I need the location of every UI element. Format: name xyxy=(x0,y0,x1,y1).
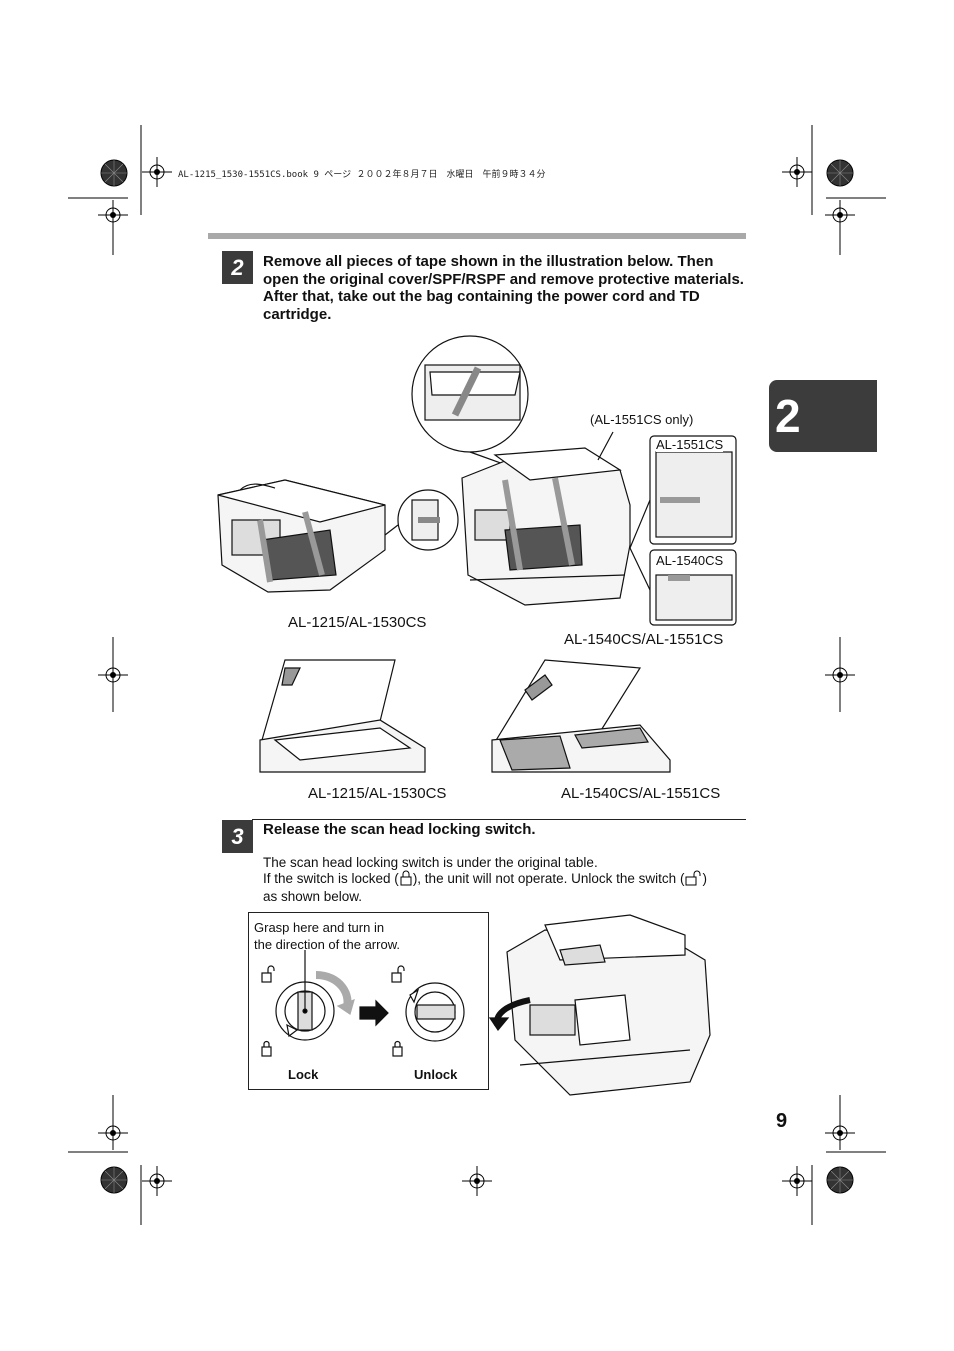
step-3-line-2c: ) xyxy=(702,871,707,887)
copier-al1215-illustration xyxy=(217,479,386,593)
step-3-rule xyxy=(252,819,746,820)
label-al1551cs: AL-1551CS xyxy=(656,437,724,452)
grasp-instructions: Grasp here and turn in the direction of … xyxy=(254,919,400,953)
step-2-number: 2 xyxy=(222,251,253,284)
page-number: 9 xyxy=(776,1110,788,1132)
lock-label: Lock xyxy=(288,1067,319,1082)
step-3-line-2b: ), the unit will not operate. Unlock the… xyxy=(412,871,685,887)
label-al1540cs: AL-1540CS xyxy=(656,553,724,568)
unlocked-padlock-icon xyxy=(684,870,702,889)
callout-al1551-only: (AL-1551CS only) xyxy=(590,412,694,427)
step-3-line-2a: If the switch is locked ( xyxy=(263,871,399,887)
file-header-line: AL-1215_1530-1551CS.book 9 ページ ２００２年８月７日… xyxy=(178,170,546,180)
copier-al1540-illustration xyxy=(461,447,631,606)
caption-al1215-top: AL-1215/AL-1530CS xyxy=(288,614,427,631)
locked-padlock-icon-lock-bottom xyxy=(261,1040,272,1057)
locked-padlock-icon xyxy=(399,870,413,889)
step-3-number: 3 xyxy=(222,820,253,853)
copier-switch-location-illustration xyxy=(488,914,711,1096)
caption-al1215-bottom: AL-1215/AL-1530CS xyxy=(308,785,447,802)
top-rule xyxy=(208,233,746,239)
chapter-tab: 2 xyxy=(769,380,877,452)
caption-al1540-bottom: AL-1540CS/AL-1551CS xyxy=(561,785,721,802)
grasp-line-2: the direction of the arrow. xyxy=(254,937,400,952)
unlocked-padlock-icon-lock-top xyxy=(261,965,275,983)
unlocked-padlock-icon-unlock-top xyxy=(391,965,405,983)
then-arrow xyxy=(359,999,389,1027)
locked-padlock-icon-unlock-bottom xyxy=(392,1040,403,1057)
copier-open-cover-left xyxy=(259,659,426,773)
copier-open-cover-right xyxy=(491,659,671,773)
lock-dial-unlocked xyxy=(405,982,465,1042)
step-3-title: Release the scan head locking switch. xyxy=(263,821,536,838)
unlock-label: Unlock xyxy=(414,1067,458,1082)
step-3-line-1: The scan head locking switch is under th… xyxy=(263,855,598,870)
caption-al1540-top: AL-1540CS/AL-1551CS xyxy=(564,631,724,648)
step-3-body: The scan head locking switch is under th… xyxy=(263,855,747,904)
step-2-instructions: Remove all pieces of tape shown in the i… xyxy=(263,253,744,323)
step-3-line-2: If the switch is locked ( ), the unit wil… xyxy=(263,870,747,889)
lock-switch-diagram-box xyxy=(248,912,489,1090)
step-3-line-3: as shown below. xyxy=(263,889,363,904)
grasp-line-1: Grasp here and turn in xyxy=(254,920,385,935)
